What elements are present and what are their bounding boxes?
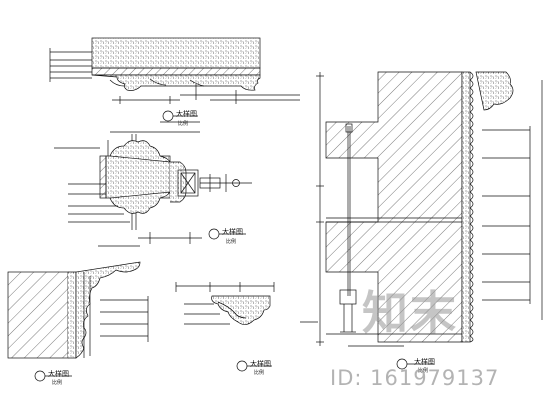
watermark-id: ID: 161979137 [330, 366, 500, 390]
detail-marker [162, 110, 174, 122]
detail-1-title: 大样图 [176, 110, 197, 118]
watermark-logo: 知末 [362, 286, 458, 340]
detail-3-title: 大样图 [48, 370, 69, 378]
dentil-strip [469, 71, 474, 343]
detail-5-drawing [300, 71, 543, 370]
moulding-profile [211, 295, 271, 325]
detail-2-drawing [54, 131, 252, 247]
moulding-top [109, 140, 171, 163]
detail-5-title: 大样图 [414, 358, 435, 366]
stone-panel [91, 37, 261, 69]
wall-section [7, 271, 69, 359]
moulding-profile [75, 261, 141, 359]
detail-marker [34, 370, 46, 382]
detail-3-drawing [7, 261, 149, 382]
detail-marker [236, 360, 248, 372]
detail-5-scale: 比例 [418, 368, 429, 374]
detail-2-title: 大样图 [222, 228, 243, 236]
cornice-profile [475, 71, 514, 111]
detail-2-scale: 比例 [226, 239, 237, 245]
moulding-profile [91, 74, 261, 91]
detail-1-scale: 比例 [178, 121, 189, 127]
moulding-bottom [109, 191, 171, 214]
stone-core [105, 155, 171, 199]
detail-3-scale: 比例 [52, 380, 63, 386]
detail-marker [208, 228, 220, 240]
hanger-bracket [339, 289, 357, 305]
detail-4-drawing [175, 282, 275, 372]
detail-4-title: 大样图 [250, 360, 271, 368]
detail-1-drawing [49, 37, 300, 123]
detail-4-scale: 比例 [254, 370, 265, 376]
anchor-box [177, 169, 199, 197]
